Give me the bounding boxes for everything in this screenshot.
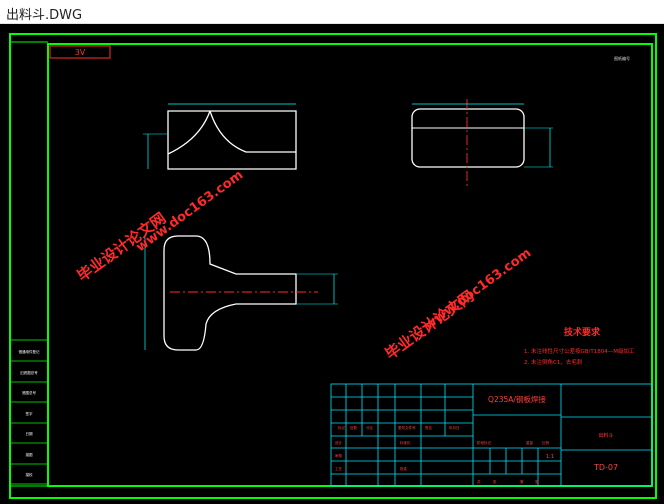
- tb-label-sheet: 张: [535, 479, 539, 484]
- tb-label-change: 更改文件号: [398, 425, 416, 430]
- left-label-6: 描校: [26, 472, 33, 477]
- view-top-right: [411, 99, 553, 186]
- tb-label-sheets: 张: [493, 479, 497, 484]
- window-title: 出料斗.DWG: [6, 8, 83, 23]
- tb-label-total: 共: [477, 479, 481, 484]
- left-side-column: [9, 339, 49, 485]
- title-block-text: Q235A/钢板焊接 出料斗 TD-07 1:1 标记 处数 分区 更改文件号 …: [335, 394, 618, 484]
- tb-label-date: 年月日: [449, 425, 460, 430]
- window-titlebar: 出料斗.DWG: [0, 0, 664, 24]
- part-name: 出料斗: [598, 432, 613, 439]
- tb-label-stage: 阶段标记: [477, 440, 491, 445]
- title-block: [330, 383, 653, 487]
- code-box: [49, 45, 111, 59]
- watermark-right: 毕业设计论文网 www.doc163.com: [382, 246, 534, 364]
- left-label-2: 底图总号: [22, 390, 36, 395]
- inner-frame: [47, 43, 653, 487]
- material-label: Q235A/钢板焊接: [488, 394, 546, 404]
- cad-drawing: 3V 图纸编号 毕业设计论文网 www.doc163.com 毕业设计论文网 w…: [9, 33, 657, 499]
- left-label-1: 旧底图总号: [20, 370, 38, 375]
- tb-label-zone: 分区: [366, 425, 374, 430]
- tech-line-2: 2. 未注倒角C1，去毛刺: [524, 358, 583, 366]
- view-top-left: [143, 103, 297, 170]
- tb-label-approve: 批准: [400, 466, 408, 471]
- tb-label-process: 工艺: [335, 466, 343, 471]
- left-label-5: 描图: [26, 452, 33, 457]
- drawing-canvas[interactable]: 3V 图纸编号 毕业设计论文网 www.doc163.com 毕业设计论文网 w…: [0, 24, 664, 504]
- tech-title: 技术要求: [564, 326, 601, 338]
- tech-line-1: 1. 未注线性尺寸公差按GB/T1804—M级加工: [524, 347, 635, 355]
- left-label-3: 签字: [26, 411, 33, 416]
- scale-value: 1:1: [546, 454, 554, 460]
- tb-label-review: 审核: [335, 453, 343, 458]
- tb-label-count: 处数: [350, 425, 358, 430]
- tb-label-no: 第: [520, 479, 524, 484]
- outer-frame: [9, 33, 657, 499]
- left-side-labels: 借通用件登记 旧底图总号 底图总号 签字 日期 描图 描校: [19, 349, 40, 477]
- tb-label-scale: 比例: [542, 440, 550, 445]
- left-label-4: 日期: [26, 431, 33, 436]
- code-box-label: 3V: [75, 48, 86, 57]
- tb-label-design: 设计: [335, 440, 343, 445]
- tb-label-mark: 标记: [338, 425, 346, 430]
- tb-label-sign: 签名: [425, 425, 432, 430]
- view-plan: [144, 235, 338, 351]
- left-label-0: 借通用件登记: [19, 349, 40, 354]
- watermark-left-cn: 毕业设计论文网: [74, 209, 170, 285]
- drawing-number: TD-07: [593, 463, 618, 472]
- tb-label-standard: 标准化: [400, 440, 411, 445]
- tech-requirements: 技术要求 1. 未注线性尺寸公差按GB/T1804—M级加工 2. 未注倒角C1…: [524, 326, 635, 366]
- corner-note: 图纸编号: [614, 55, 630, 61]
- watermark-right-url: www.doc163.com: [422, 246, 535, 334]
- tb-label-weight: 重量: [526, 440, 534, 445]
- watermark-left-url: www.doc163.com: [134, 168, 247, 256]
